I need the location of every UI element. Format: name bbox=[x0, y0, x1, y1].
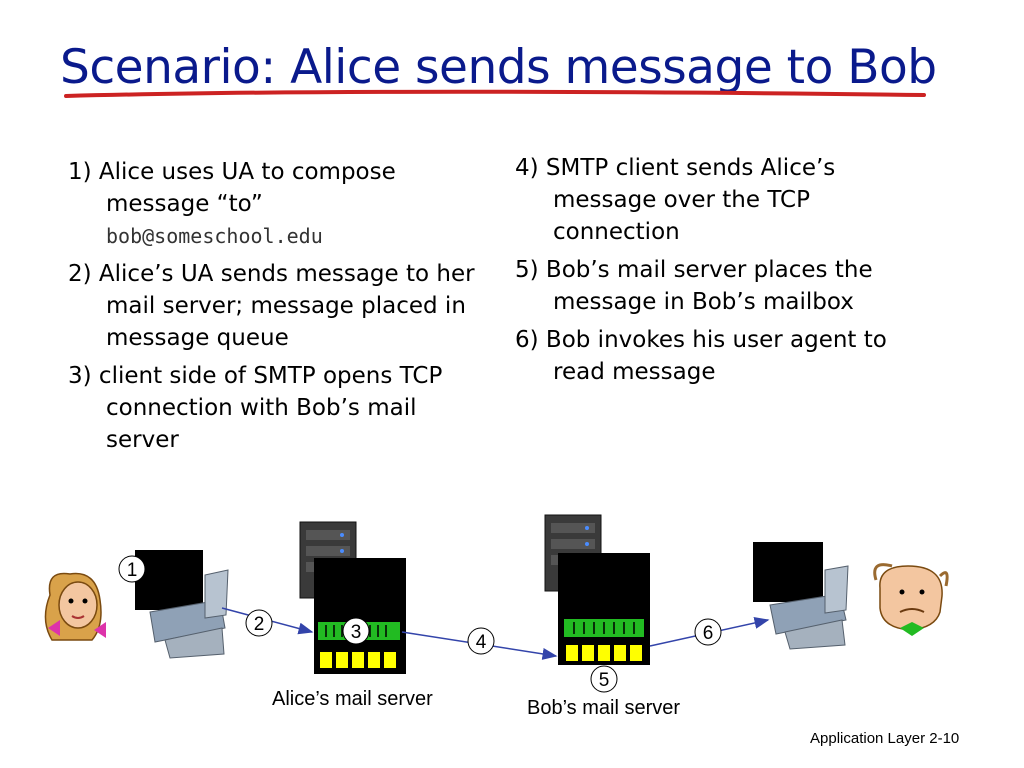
step-1-text: 1) Alice uses UA to compose message “to” bbox=[68, 159, 396, 217]
footer-page-number: 2-10 bbox=[929, 730, 960, 747]
slide-footer: Application Layer 2-10 bbox=[810, 730, 959, 747]
marker-6: 6 bbox=[694, 618, 722, 646]
bob-mail-server bbox=[544, 514, 650, 665]
step-2: 2) Alice’s UA sends message to her mail … bbox=[68, 261, 475, 351]
marker-2-label: 2 bbox=[254, 614, 265, 635]
marker-5: 5 bbox=[590, 665, 618, 693]
email-flow-diagram: 1 2 3 4 5 6 bbox=[44, 514, 949, 693]
alice-server-caption: Alice’s mail server bbox=[272, 688, 433, 710]
steps-right-list: 4) SMTP client sends Alice’s message ove… bbox=[515, 152, 935, 394]
step-6: 6) Bob invokes his user agent to read me… bbox=[515, 327, 887, 385]
bob-avatar bbox=[873, 563, 949, 636]
bob-user-agent-pc bbox=[753, 542, 849, 650]
step-5: 5) Bob’s mail server places the message … bbox=[515, 257, 873, 315]
step-1-address: bob@someschool.edu bbox=[106, 224, 323, 248]
marker-4: 4 bbox=[467, 627, 495, 655]
alice-mailboxes bbox=[320, 652, 396, 668]
marker-2: 2 bbox=[245, 609, 273, 637]
alice-avatar bbox=[44, 572, 106, 641]
steps-left-list: 1) Alice uses UA to compose message “to”… bbox=[68, 156, 488, 462]
marker-6-label: 6 bbox=[703, 623, 714, 644]
marker-1: 1 bbox=[118, 555, 146, 583]
title-underline bbox=[64, 89, 926, 98]
bob-mailboxes bbox=[566, 645, 642, 661]
footer-section: Application Layer bbox=[810, 730, 926, 747]
alice-mail-server bbox=[299, 521, 406, 674]
bob-message-queue bbox=[564, 619, 644, 637]
step-3: 3) client side of SMTP opens TCP connect… bbox=[68, 363, 443, 453]
bob-server-caption: Bob’s mail server bbox=[527, 697, 681, 719]
step-4: 4) SMTP client sends Alice’s message ove… bbox=[515, 155, 836, 245]
marker-1-label: 1 bbox=[127, 560, 138, 581]
marker-5-label: 5 bbox=[599, 670, 610, 691]
marker-3: 3 bbox=[342, 617, 370, 645]
slide-title: Scenario: Alice sends message to Bob bbox=[60, 40, 937, 95]
alice-user-agent-pc bbox=[135, 550, 229, 659]
step-1: 1) Alice uses UA to compose message “to”… bbox=[68, 156, 488, 252]
marker-4-label: 4 bbox=[476, 632, 487, 653]
marker-3-label: 3 bbox=[351, 622, 362, 643]
